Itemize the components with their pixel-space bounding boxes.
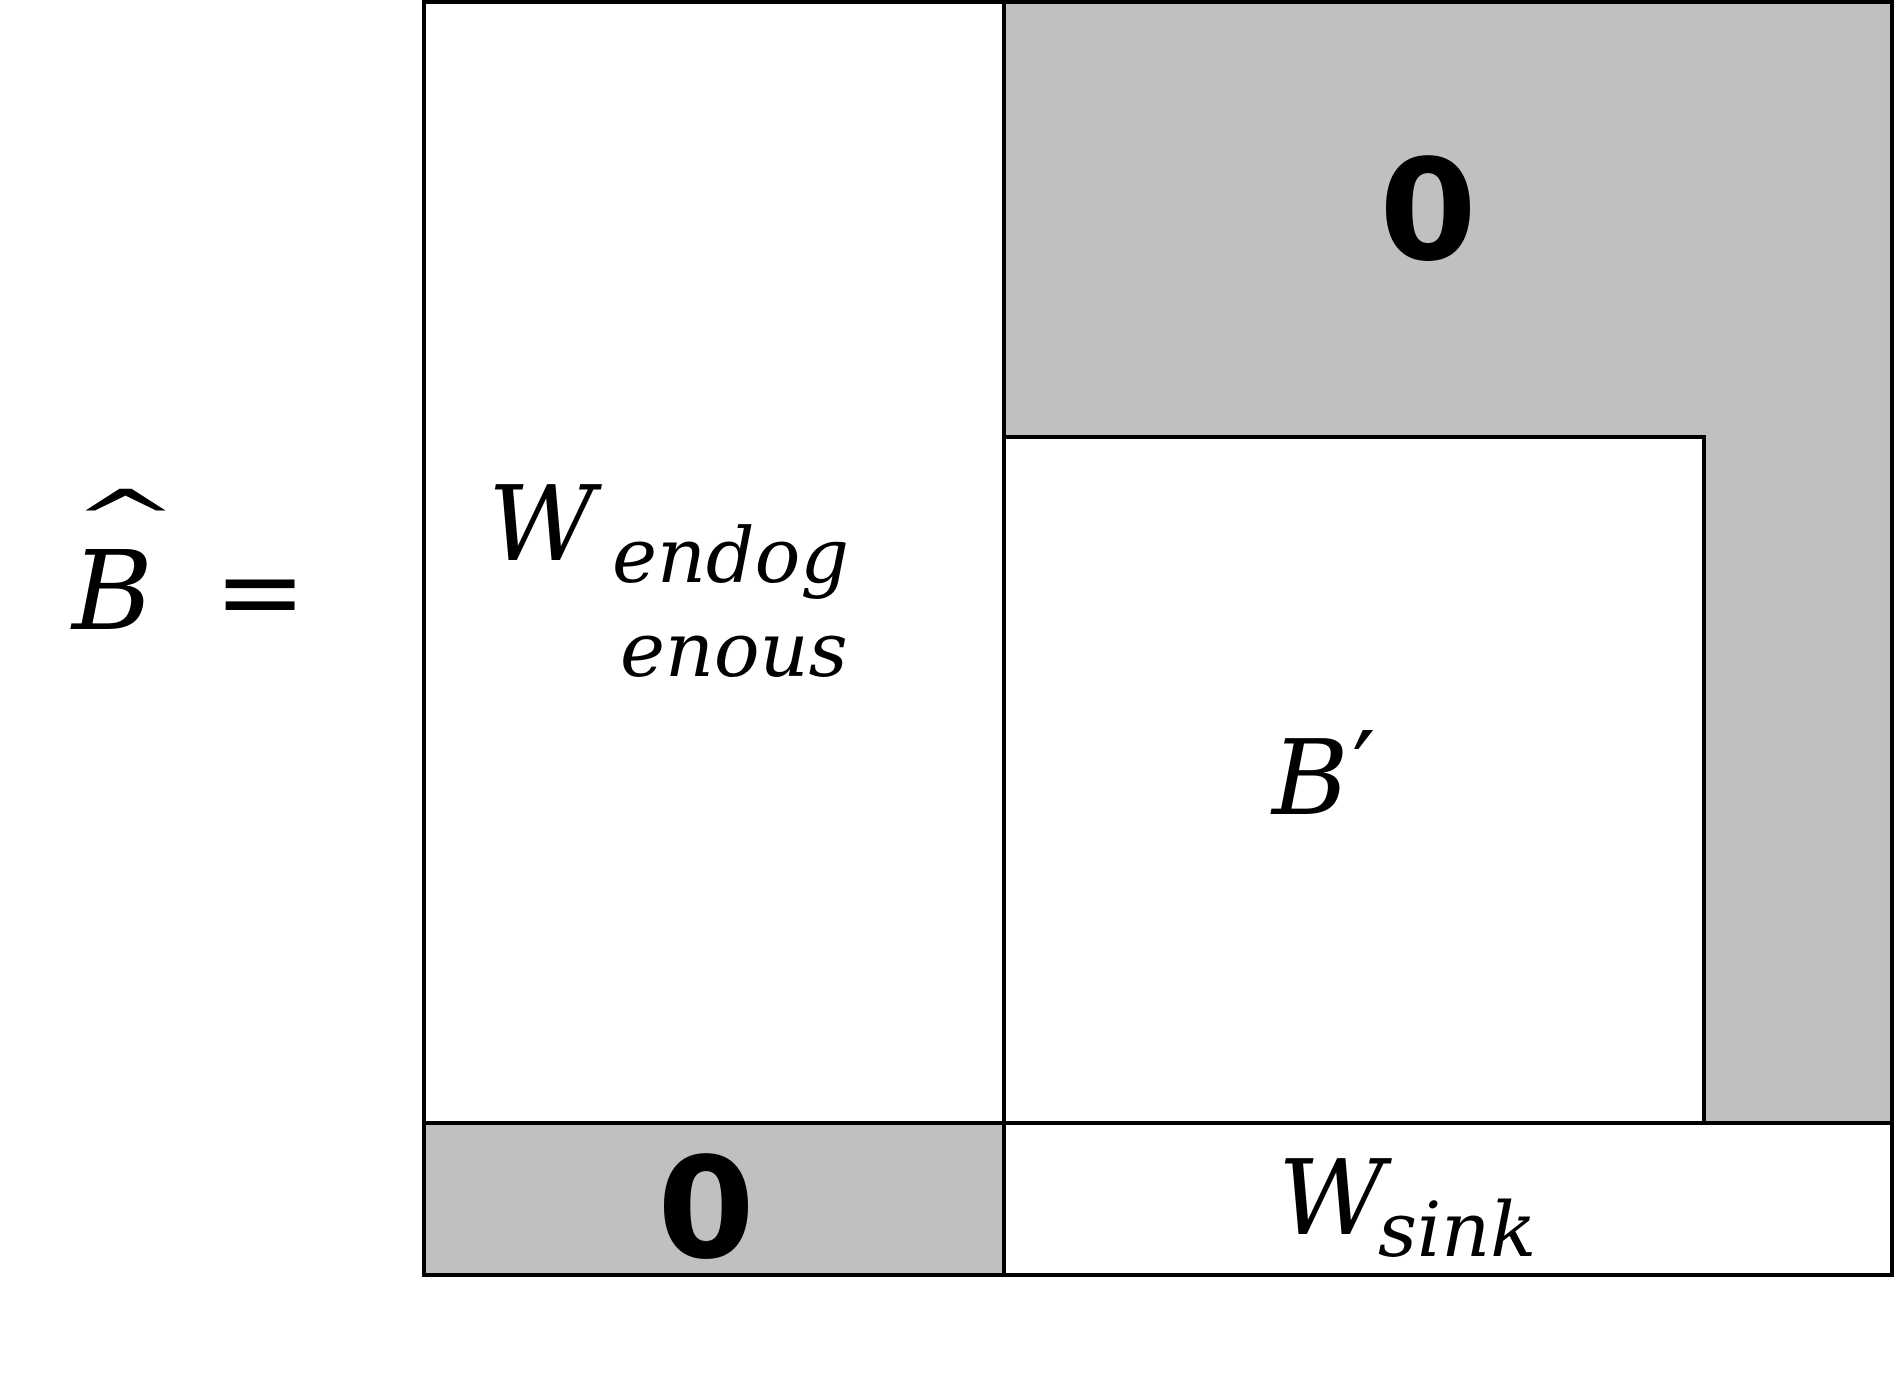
lhs-hat: ^ bbox=[71, 473, 180, 566]
b-prime-symbol: B bbox=[1272, 717, 1349, 839]
matrix-outline bbox=[422, 0, 1894, 1277]
w-sink-subscript: sink bbox=[1378, 1185, 1537, 1274]
divider-horizontal-bottom bbox=[422, 1121, 1894, 1125]
b-prime-right-edge bbox=[1702, 435, 1706, 1123]
w-sink-block bbox=[1004, 1123, 1892, 1275]
w-sink-symbol: W bbox=[1278, 1137, 1385, 1259]
w-endogenous-symbol: W bbox=[488, 463, 595, 585]
lhs-symbol: B bbox=[72, 527, 153, 655]
b-prime-mark: ′ bbox=[1352, 709, 1376, 831]
divider-vertical-main bbox=[1002, 0, 1006, 1277]
top-right-zero-label: 0 bbox=[1379, 130, 1477, 293]
w-endogenous-subscript-line1: endog bbox=[612, 511, 849, 600]
b-prime-block bbox=[1004, 437, 1704, 1123]
b-prime-top-edge bbox=[1002, 435, 1706, 439]
equals-sign: = bbox=[214, 527, 307, 655]
w-endogenous-subscript-line2: enous bbox=[620, 605, 848, 694]
bottom-left-zero-region bbox=[424, 1123, 1004, 1275]
bottom-left-zero-label: 0 bbox=[657, 1128, 755, 1291]
